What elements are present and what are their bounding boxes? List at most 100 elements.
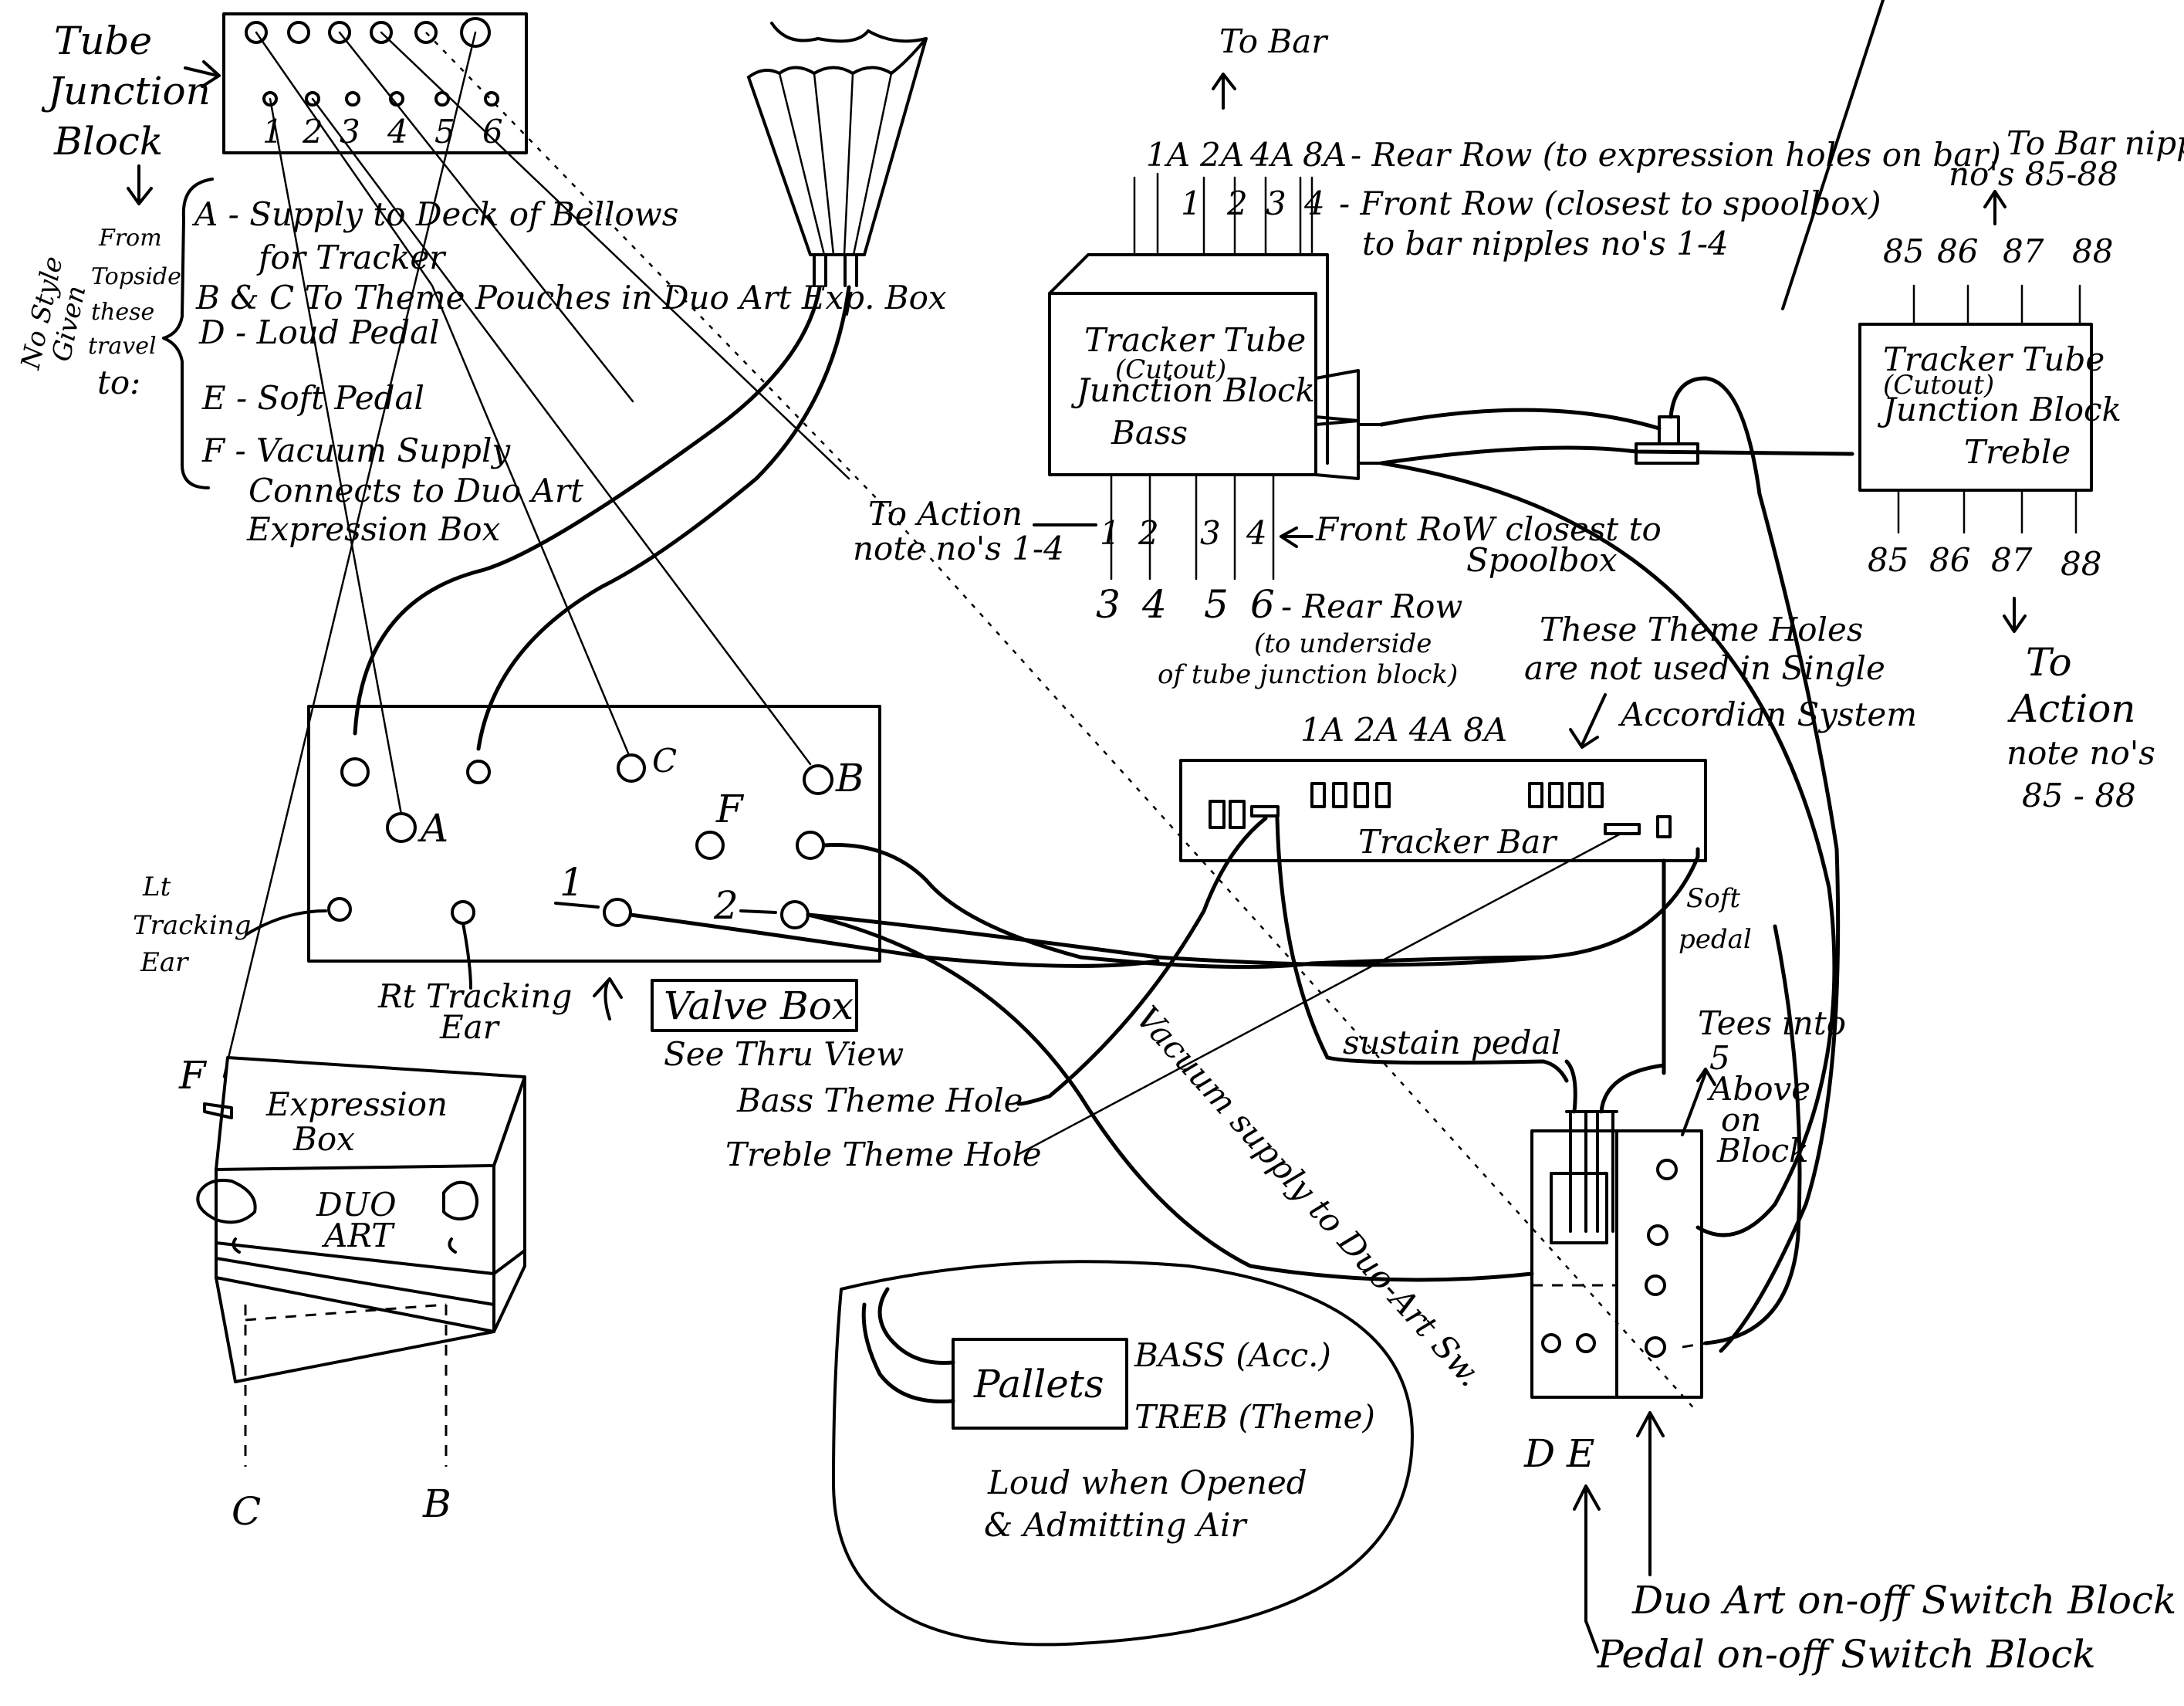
treble-box-line1: Tracker Tube	[1883, 340, 2105, 378]
treble-box-line2: (Cutout)	[1883, 370, 1994, 401]
expression-c-label: C	[232, 1489, 261, 1534]
valve-box-title-frame	[651, 979, 858, 1032]
bottom-front-num-1: 1	[1100, 514, 1121, 552]
valve-hole-b	[803, 764, 833, 795]
pallets-bass-label: BASS (Acc.)	[1134, 1336, 1331, 1374]
valve-hole-c	[617, 753, 646, 783]
rt-ear-pointer	[461, 922, 472, 990]
valve-label-2: 2	[713, 883, 739, 928]
valve-hole-1	[603, 898, 632, 927]
legend-from-line1: From	[98, 225, 162, 252]
bar-hole-t1	[1528, 782, 1543, 808]
expression-left-fitting	[196, 1179, 257, 1224]
tees-note-line2: 5	[1709, 1039, 1730, 1077]
valve-hole-2	[780, 900, 810, 929]
junction-title-line1: Tube	[54, 19, 152, 63]
bar-hole-2a	[1332, 782, 1347, 808]
switch-hole-d	[1541, 1333, 1561, 1353]
treble-top-num-88: 88	[2072, 232, 2113, 270]
junction-lower-hole-5	[434, 91, 450, 107]
legend-entry-bc: B & C To Theme Pouches in Duo Art Exp. B…	[195, 279, 947, 316]
tube-bass-theme-hole	[1016, 816, 1268, 1106]
bottom-front-arrow	[1280, 526, 1313, 548]
legend-from-line3: these	[91, 299, 154, 326]
tracker-ear-top	[770, 22, 928, 43]
front-row-num-2: 2	[1226, 184, 1248, 222]
bass-block-outlets	[1357, 423, 1383, 465]
switch-hole-1	[1656, 1159, 1678, 1180]
to-action-line1: To Action	[868, 495, 1023, 533]
soft-pedal-line2: pedal	[1679, 924, 1752, 955]
expression-title-line2: Box	[292, 1120, 355, 1158]
valve-label-c: C	[652, 742, 677, 780]
junction-lower-hole-1	[262, 91, 278, 107]
pedal-switch-arrow	[1573, 1484, 1601, 1623]
pallets-note-line2: & Admitting Air	[984, 1506, 1248, 1544]
switch-block: D E	[1523, 1110, 1703, 1476]
tracker-bar-outline	[1179, 759, 1707, 862]
valve-label-1: 1	[560, 860, 584, 905]
bar-hole-t3	[1568, 782, 1584, 808]
theme-note-line2: are not used in Single	[1524, 649, 1885, 687]
front-row-label-line1: - Front Row (closest to spoolbox)	[1339, 184, 1881, 222]
switch-hole-2	[1647, 1224, 1668, 1246]
treble-to-bar-line1: To Bar nipples	[2007, 124, 2184, 162]
treble-tracker-block: To Bar nipples no's 85-88 85 86 87 88 Tr…	[1781, 0, 2184, 814]
bar-hole-t4	[1588, 782, 1604, 808]
expression-f-label: F	[178, 1053, 208, 1098]
bar-bass-theme-hole	[1250, 805, 1280, 817]
duo-art-switch-arrow	[1636, 1411, 1665, 1576]
expression-box-bottom	[215, 1276, 495, 1383]
valve-box-arrow	[593, 977, 623, 1021]
tracker-ear-pleats	[778, 72, 893, 256]
tees-note-line3: Above	[1706, 1070, 1810, 1108]
expression-box-bellows	[215, 1241, 526, 1306]
bottom-front-label-line2: Spoolbox	[1466, 541, 1618, 579]
tracker-bar: 1A 2A 4A 8A Tracker Bar Soft pedal	[1179, 711, 1752, 955]
treble-theme-hole-label: Treble Theme Hole	[725, 1136, 1042, 1173]
rear-row-num-8a: 8A	[1303, 136, 1347, 174]
front-row-label-line2: to bar nipples no's 1-4	[1362, 225, 1729, 262]
tube-ear-to-valve-right	[476, 285, 851, 751]
rear-row-num-2a: 2A	[1199, 136, 1244, 174]
tees-note-line5: Block	[1716, 1132, 1809, 1169]
treble-top-num-86: 86	[1937, 232, 1978, 270]
line-treble-theme-hole	[1017, 832, 1622, 1156]
switch-right-dash	[1682, 1342, 1706, 1349]
tube-bass-to-tee	[1379, 408, 1662, 431]
bottom-front-num-4: 4	[1246, 514, 1267, 552]
switch-valve-frame	[1550, 1172, 1608, 1244]
pallets-group: Pallets BASS (Acc.) TREB (Theme) Loud wh…	[832, 1260, 1414, 1647]
rear-row-num-1a: 1A	[1146, 136, 1190, 174]
bar-hole-soft	[1656, 815, 1672, 838]
tees-note-line1: Tees into	[1698, 1004, 1846, 1042]
valve-hole-right	[796, 831, 825, 860]
valve-box-title: Valve Box	[664, 983, 854, 1028]
bass-box-line3: Junction Block	[1070, 371, 1315, 409]
rt-ear-line1: Rt Tracking	[377, 977, 572, 1015]
tube-vacuum-supply	[806, 912, 1534, 1282]
expression-duo: DUO	[316, 1186, 397, 1224]
treble-divider-line	[1781, 0, 1885, 310]
line-junction-1-to-c	[255, 31, 634, 766]
duo-art-switch-label: Duo Art on-off Switch Block	[1631, 1578, 2176, 1623]
bottom-front-num-2: 2	[1138, 514, 1159, 552]
to-action-line2: note no's 1-4	[853, 530, 1064, 567]
junction-lower-hole-3	[345, 91, 360, 107]
sustain-pedal-label: sustain pedal	[1343, 1024, 1561, 1061]
valve-label-f: F	[715, 787, 745, 831]
treble-bottom-num-85: 85	[1868, 541, 1908, 579]
legend-brace	[162, 178, 214, 489]
switch-hole-4	[1645, 1336, 1666, 1358]
valve-hole-a	[386, 812, 417, 843]
treble-top-num-85: 85	[1883, 232, 1924, 270]
pallets-circle	[832, 1260, 1414, 1647]
bass-box-line4: Bass	[1111, 414, 1188, 452]
treble-bottom-num-87: 87	[1991, 541, 2033, 579]
bass-to-bar-arrow	[1212, 73, 1236, 110]
junction-block-outline	[222, 12, 528, 154]
pedal-switch-label: Pedal on-off Switch Block	[1597, 1632, 2096, 1677]
treble-bottom-tubes	[1897, 489, 2078, 534]
switch-hole-3	[1645, 1274, 1666, 1296]
junction-lower-hole-2	[305, 91, 320, 107]
